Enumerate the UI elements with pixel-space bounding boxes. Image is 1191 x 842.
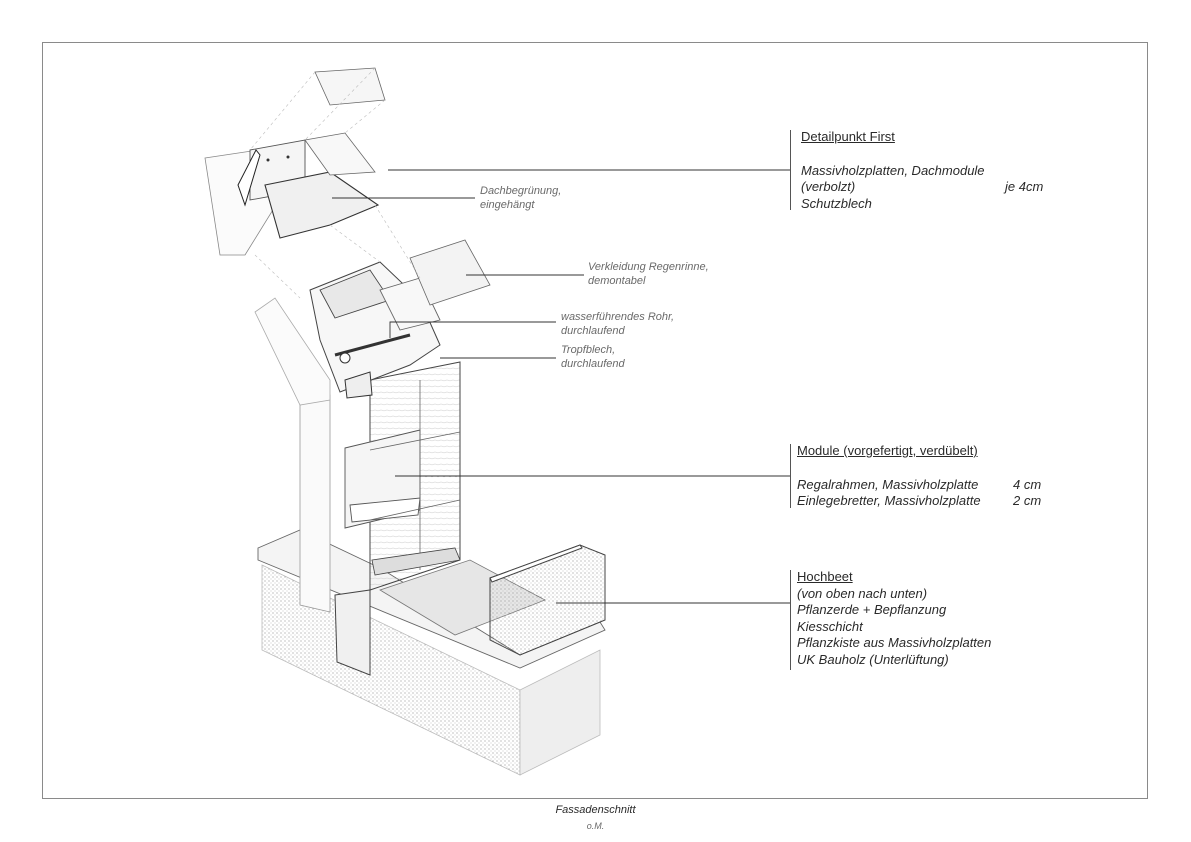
block-module: Module (vorgefertigt, verdübelt) Regalra… bbox=[797, 443, 1041, 510]
leader-lines bbox=[332, 169, 790, 604]
block-line: Kiesschicht bbox=[797, 618, 863, 634]
block-heading: Module (vorgefertigt, verdübelt) bbox=[797, 443, 978, 458]
label-line: durchlaufend bbox=[561, 358, 625, 370]
label-dachbegruenung: Dachbegrünung, eingehängt bbox=[480, 184, 561, 212]
label-rohr: wasserführendes Rohr, durchlaufend bbox=[561, 310, 674, 338]
block-line: UK Bauholz (Unterlüftung) bbox=[797, 651, 949, 667]
block-line: (von oben nach unten) bbox=[797, 585, 928, 601]
foundation-block bbox=[261, 564, 601, 776]
planter-box bbox=[489, 544, 606, 656]
block-row: (verbolzt) je 4cm bbox=[801, 179, 1043, 196]
block-row-value: 2 cm bbox=[1013, 493, 1042, 508]
block-row-value: je 4cm bbox=[1005, 179, 1044, 194]
block-hochbeet: Hochbeet (von oben nach unten) Pflanzerd… bbox=[797, 569, 991, 668]
caption-title: Fassadenschnitt bbox=[555, 804, 636, 816]
block-heading: Detailpunkt First bbox=[801, 129, 895, 144]
roof-ridge-module bbox=[204, 67, 386, 256]
block-row-label: Einlegebretter, Massivholzplatte bbox=[797, 493, 981, 508]
block-row: Einlegebretter, Massivholzplatte 2 cm bbox=[797, 493, 1041, 510]
label-line: Dachbegrünung, bbox=[480, 185, 562, 197]
block-row-value: 4 cm bbox=[1013, 476, 1042, 492]
explosion-lines bbox=[249, 67, 421, 299]
label-line: durchlaufend bbox=[561, 325, 625, 337]
block-row: Regalrahmen, Massivholzplatte 4 cm bbox=[797, 476, 1041, 494]
gutter-assembly bbox=[254, 239, 491, 406]
label-line: Tropfblech, bbox=[561, 344, 616, 356]
block-line: Pflanzerde + Bepflanzung bbox=[797, 602, 947, 617]
label-regenrinne: Verkleidung Regenrinne, demontabel bbox=[588, 260, 709, 288]
block-line: Pflanzkiste aus Massivholzplatten bbox=[797, 635, 992, 650]
block-heading: Hochbeet bbox=[797, 569, 853, 584]
label-tropfblech: Tropfblech, durchlaufend bbox=[561, 343, 625, 371]
label-line: wasserführendes Rohr, bbox=[561, 311, 675, 323]
block-line: Schutzblech bbox=[801, 195, 872, 211]
block-row-label: (verbolzt) bbox=[801, 179, 856, 194]
label-line: eingehängt bbox=[480, 199, 535, 211]
label-line: Verkleidung Regenrinne, bbox=[588, 261, 709, 273]
drawing-frame bbox=[42, 42, 1148, 799]
block-detailpunkt-first: Detailpunkt First Massivholzplatten, Dac… bbox=[801, 129, 1043, 212]
caption-scale: o.M. bbox=[586, 821, 605, 831]
label-line: demontabel bbox=[588, 275, 646, 287]
block-line: Massivholzplatten, Dachmodule bbox=[801, 162, 985, 178]
separator-first bbox=[790, 130, 791, 210]
separator-module bbox=[790, 444, 791, 508]
separator-hochbeet bbox=[790, 570, 791, 670]
block-row-label: Regalrahmen, Massivholzplatte bbox=[797, 476, 979, 492]
